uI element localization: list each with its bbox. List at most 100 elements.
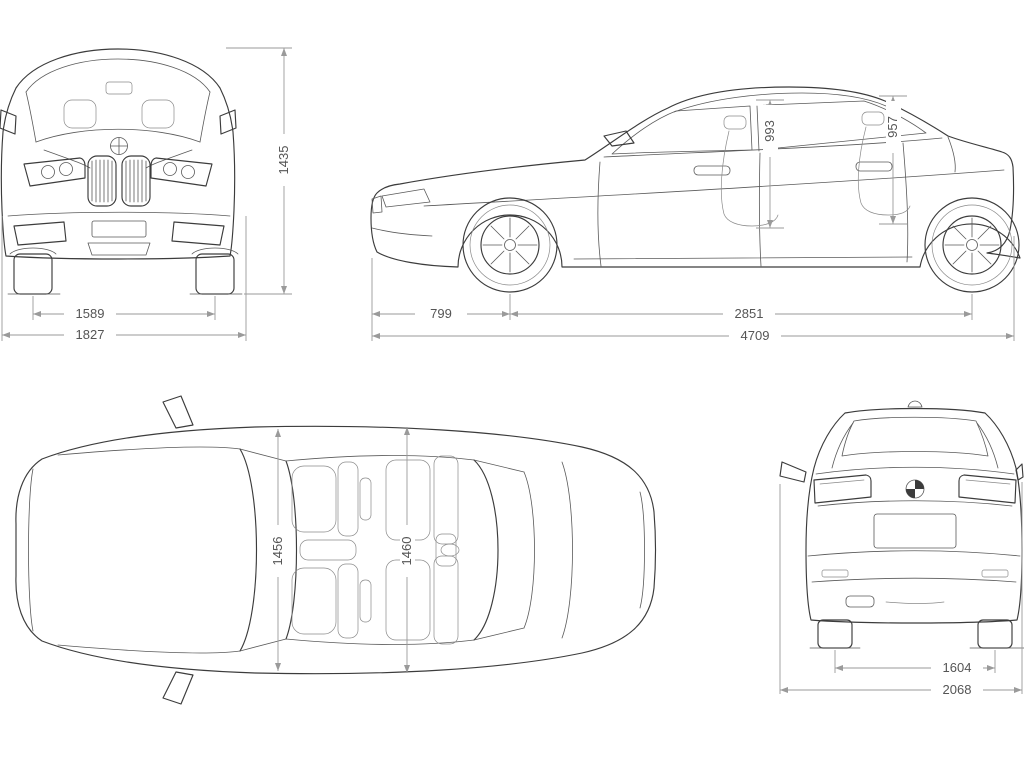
side-door-cut-front [597,161,602,267]
rear-exhaust [845,595,875,608]
interior-height-rear-value: 957 [885,116,900,138]
top-hood-crease-lower [57,644,241,654]
rear-reflector-right [981,569,1009,578]
front-roof-inner [25,58,211,93]
side-body-outline [370,86,1021,268]
front-kidney-grille-right [121,155,151,207]
side-door-cut-rear [758,152,762,267]
front-arch-left [9,247,57,255]
side-roofline-inner [673,92,887,113]
label-interior-height-front: 993 [762,105,778,157]
top-roof-front-edge [285,460,298,640]
label-rear-track: 1604 [931,660,983,676]
rear-taillight-right [958,474,1017,504]
top-c-pillars [473,459,525,641]
top-hood-crease-upper [57,446,241,456]
top-bumper-inner [28,468,34,632]
rear-view [779,400,1024,649]
front-headlight-left-ring-2 [59,162,73,176]
rear-pillar-inner-left [831,422,854,469]
side-bumper-line [371,227,433,237]
front-lower-intake [87,242,151,256]
rear-tire-left [817,619,853,649]
rear-antenna-fin [907,400,923,408]
side-door-handle-front [693,165,731,176]
rear-mirror-stub-left [779,461,807,483]
side-trunk-shutline [947,136,956,173]
top-roof-side-edges [285,455,475,645]
front-headlight-left [23,157,86,187]
rear-tire-right [977,619,1013,649]
top-mirror-upper [162,395,194,429]
interior-width-rear-value: 1460 [399,537,414,566]
rear-bumper-top [807,550,1021,557]
front-headrest-left [63,99,97,129]
side-interior-seats [720,111,911,227]
front-intake-right [171,221,225,246]
side-rear-wheel [924,197,1020,293]
side-rear-window [765,100,927,150]
front-apillar-right [199,91,211,143]
interior-width-front-value: 1456 [270,537,285,566]
interior-height-front-value: 993 [762,120,777,142]
rear-track-value: 1604 [943,660,972,675]
front-grille-slats [91,159,147,203]
front-overhang-value: 799 [430,306,452,321]
wheelbase-value: 2851 [735,306,764,321]
front-side-mirror-left [0,109,17,135]
label-interior-width-rear: 1460 [399,525,415,577]
rear-bmw-roundel [905,479,925,499]
dimension-labels: 1435 1589 1827 993 957 799 2851 4709 [64,101,983,698]
rear-diffuser-line [885,601,945,604]
label-interior-width-front: 1456 [270,525,286,577]
rear-pillar-inner-right [976,422,999,469]
label-rear-width: 2068 [931,682,983,698]
label-front-overhang: 799 [415,306,467,322]
front-view [0,48,243,295]
front-headrest-right [141,99,175,129]
rear-glass [841,416,989,457]
rear-decklid-edge [815,466,1015,475]
front-arch-right [191,247,239,255]
front-headlight-right [150,157,213,187]
front-body-outline [0,48,236,260]
front-headlight-right-ring-2 [163,162,177,176]
label-length: 4709 [729,328,781,344]
top-view [15,395,657,705]
top-windshield-base [239,448,258,652]
top-tail-inner [639,491,645,609]
front-hood-crease-right [145,149,193,169]
front-width-value: 1827 [76,327,105,342]
rear-width-value: 2068 [943,682,972,697]
front-track-value: 1589 [76,306,105,321]
dimension-lines [1,47,1023,694]
side-headlamp [381,188,431,208]
rear-mirror-stub-right [1015,463,1024,481]
side-front-wheel [462,197,558,293]
rear-reflector-left [821,569,849,578]
front-apillar-left [25,91,37,143]
top-rear-window-edge [473,459,499,641]
front-license-plate [91,220,147,238]
top-mirror-lower [162,671,194,705]
front-bumper-top-line [7,211,231,217]
top-trunk-cutline [561,461,573,639]
front-intake-left [13,221,67,246]
top-seats [291,455,460,645]
front-side-mirror-right [219,109,237,135]
label-front-track: 1589 [64,306,116,322]
rear-taillight-detail [819,479,1011,485]
length-value: 4709 [741,328,770,343]
side-view [370,86,1021,293]
front-roundel-cross [110,137,128,155]
front-tire-right [195,253,235,295]
front-height-value: 1435 [276,146,291,175]
side-character-line [423,169,1005,207]
front-headlight-left-ring-1 [41,165,55,179]
side-rocker-line [573,256,913,260]
label-front-height: 1435 [276,134,292,186]
side-kidney-grille [371,195,383,214]
side-door-handle-rear [855,161,893,172]
